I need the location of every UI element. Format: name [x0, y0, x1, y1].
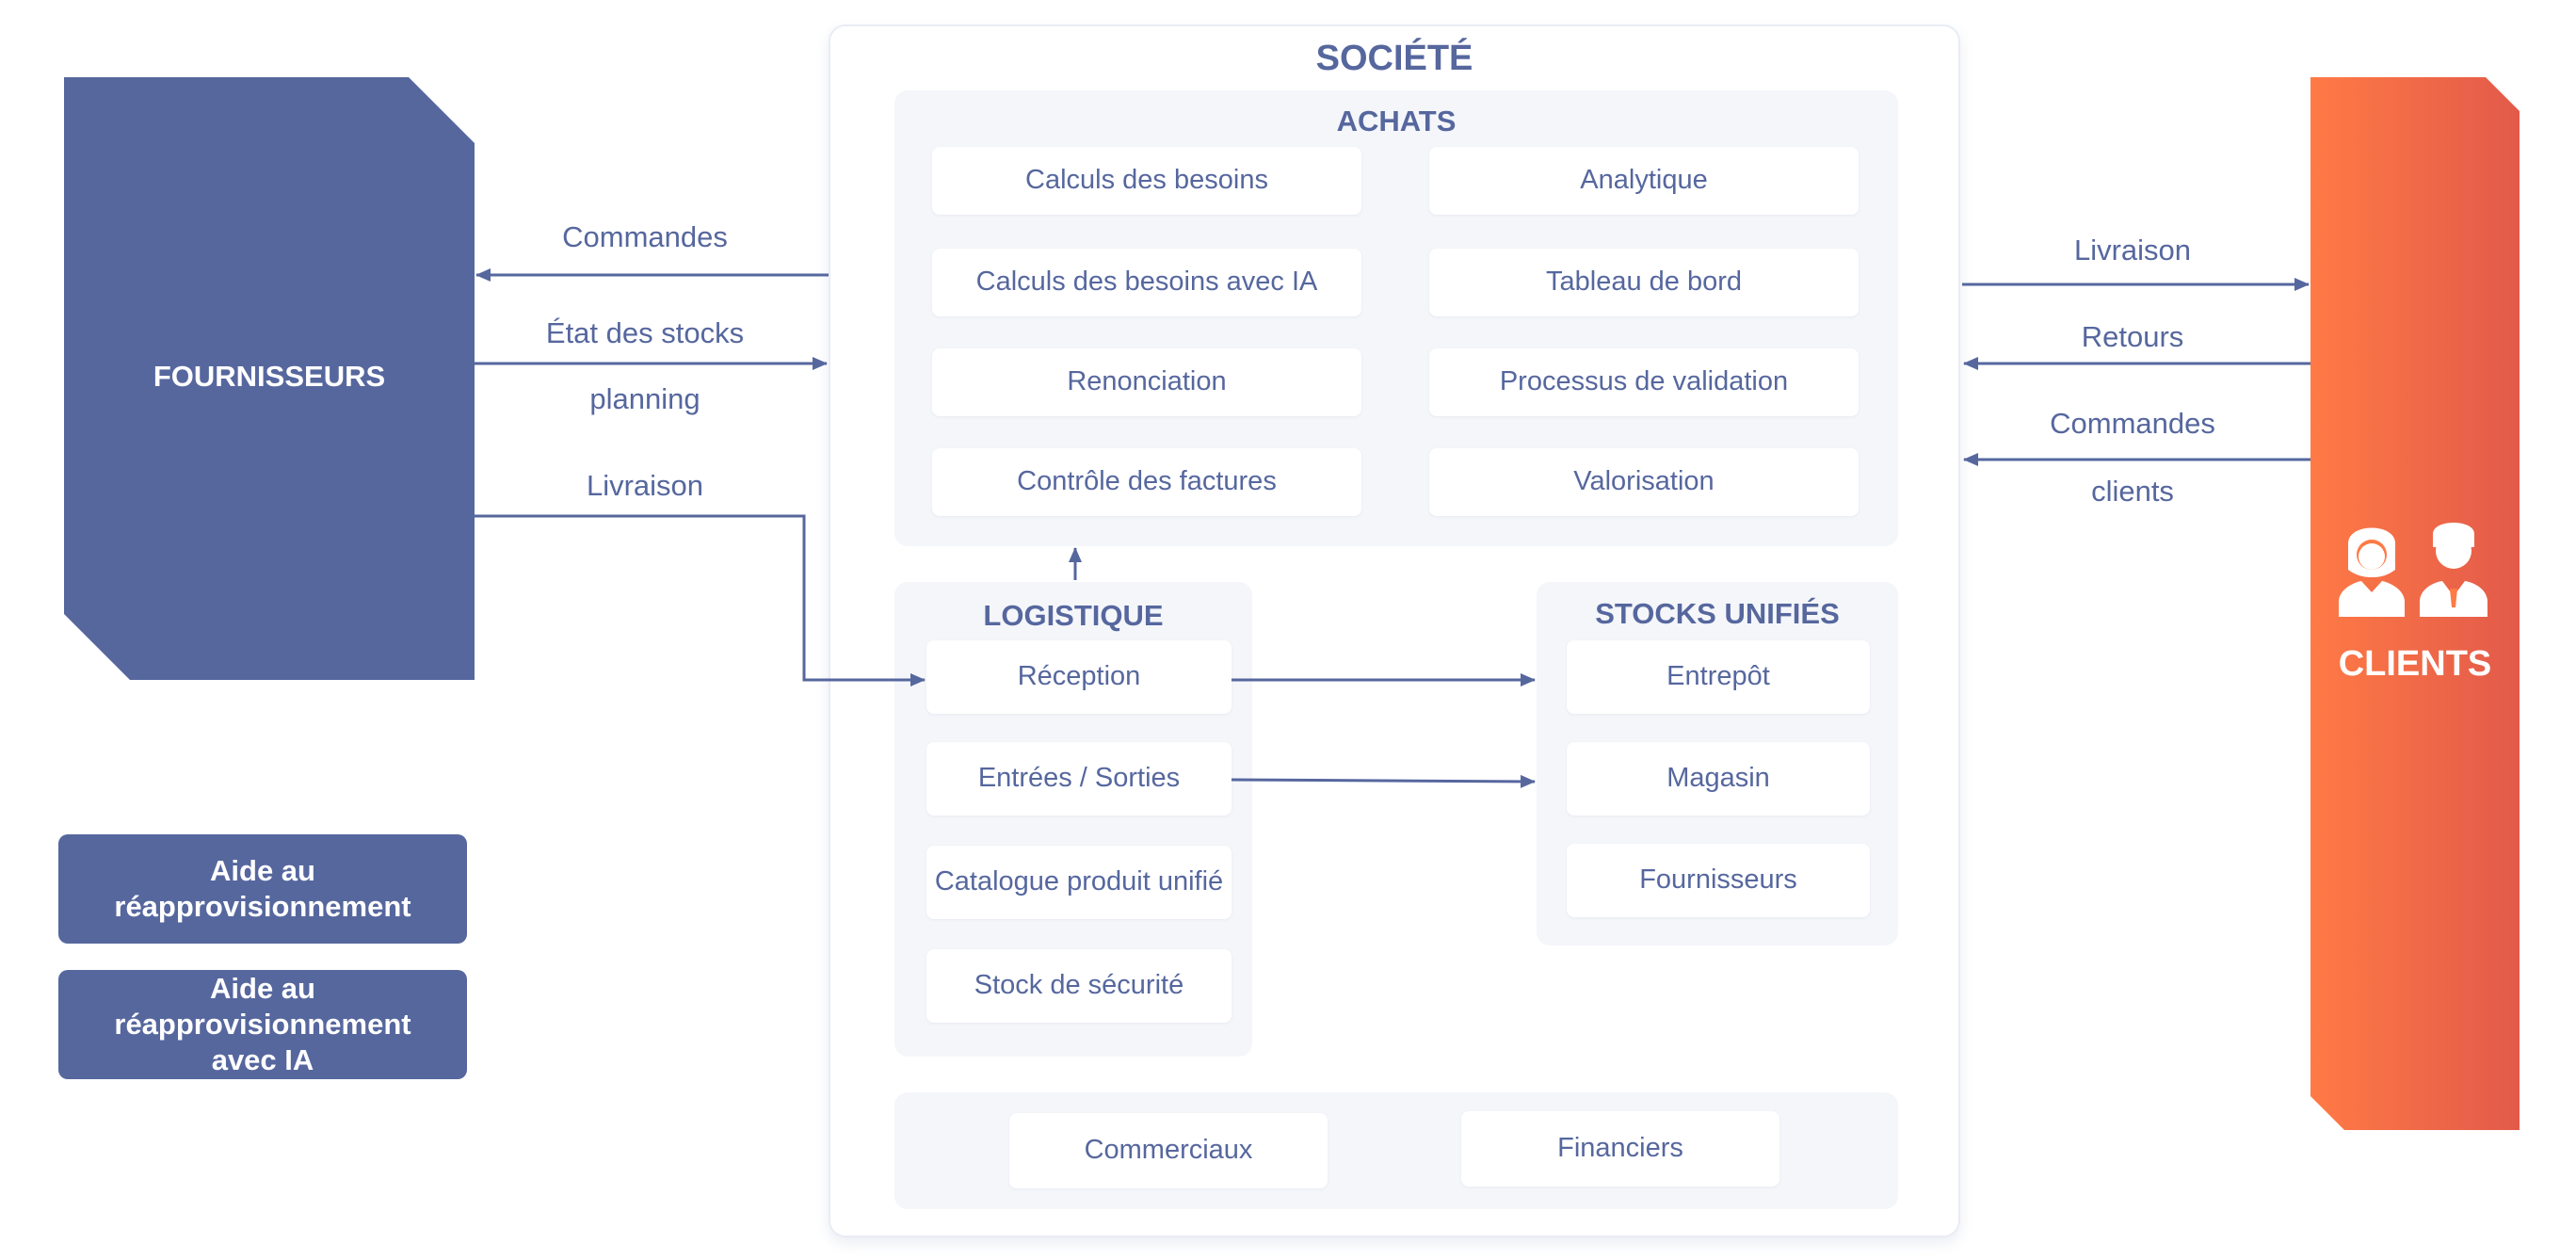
bottom-item-financiers: Financiers [1461, 1111, 1779, 1187]
fournisseurs-label: FOURNISSEURS [153, 360, 386, 393]
logistique-item-entrees-sorties: Entrées / Sorties [926, 742, 1232, 816]
flow-label-commandes-clients: Commandes [2050, 407, 2215, 440]
achats-item-calculs-besoins: Calculs des besoins [932, 147, 1361, 215]
aide-reappro-button[interactable]: Aide au réapprovisionnement [58, 834, 467, 944]
achats-item-tableau-de-bord: Tableau de bord [1429, 249, 1859, 316]
aide-reappro-ia-button[interactable]: Aide au réapprovisionnement avec IA [58, 970, 467, 1079]
flow-label-livraison-clients: Livraison [2073, 234, 2192, 267]
achats-item-valorisation: Valorisation [1429, 448, 1859, 516]
logistique-title: LOGISTIQUE [983, 599, 1164, 632]
logistique-item-catalogue: Catalogue produit unifié [926, 846, 1232, 919]
flow-label-commandes: Commandes [562, 220, 728, 253]
clients-block [2310, 77, 2520, 1130]
fournisseurs-block [64, 77, 475, 680]
aide-reappro-label: Aide au réapprovisionnement [114, 854, 411, 923]
flow-label-planning: planning [589, 382, 700, 415]
flow-label-etat-stocks: État des stocks [545, 316, 745, 349]
bottom-item-commerciaux: Commerciaux [1009, 1113, 1328, 1188]
stocks-item-fournisseurs: Fournisseurs [1567, 844, 1870, 917]
flow-label-livraison-fournisseurs: Livraison [586, 469, 704, 502]
aide-reappro-ia-label: Aide au réapprovisionnement avec IA [114, 972, 411, 1076]
achats-item-processus-validation: Processus de validation [1429, 348, 1859, 416]
achats-item-controle-factures: Contrôle des factures [932, 448, 1361, 516]
clients-label: CLIENTS [2338, 643, 2492, 684]
achats-item-calculs-besoins-ia: Calculs des besoins avec IA [932, 249, 1361, 316]
logistique-item-stock-securite: Stock de sécurité [926, 949, 1232, 1023]
achats-item-renonciation: Renonciation [932, 348, 1361, 416]
flow-label-retours: Retours [2081, 320, 2184, 353]
stocks-item-magasin: Magasin [1567, 742, 1870, 816]
customer-service-people-icon [2339, 523, 2487, 617]
logistique-item-reception: Réception [926, 640, 1232, 714]
achats-title: ACHATS [1336, 105, 1457, 137]
achats-item-analytique: Analytique [1429, 147, 1859, 215]
flow-label-clients: clients [2091, 475, 2174, 508]
stocks-title: STOCKS UNIFIÉS [1595, 597, 1840, 630]
stocks-item-entrepot: Entrepôt [1567, 640, 1870, 714]
societe-title: SOCIÉTÉ [1315, 38, 1473, 78]
